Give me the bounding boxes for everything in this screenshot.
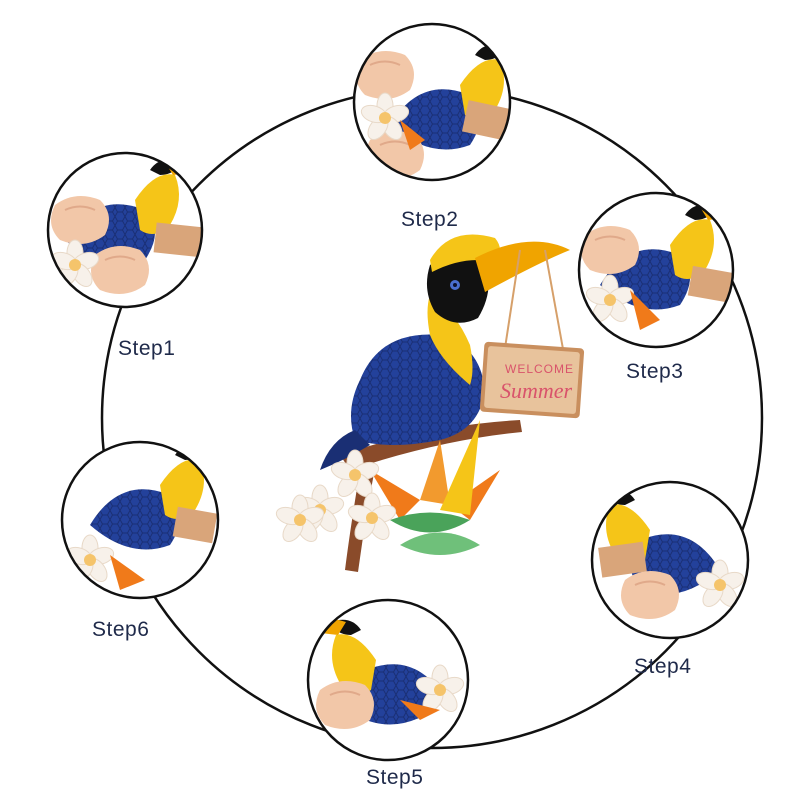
central-hornbill-decoration xyxy=(273,234,585,572)
welcome-summer-sign xyxy=(479,341,585,419)
step5-photo xyxy=(308,600,468,760)
step2-label: Step2 xyxy=(401,208,459,231)
step6-photo xyxy=(62,442,218,598)
step3-photo xyxy=(579,193,733,347)
sign-welcome-text: WELCOME xyxy=(505,362,575,376)
step3-label: Step3 xyxy=(626,360,684,383)
step4-label: Step4 xyxy=(634,655,692,678)
step4-photo xyxy=(592,482,748,638)
step1-photo xyxy=(48,153,202,307)
step1-label: Step1 xyxy=(118,337,176,360)
step5-label: Step5 xyxy=(366,766,424,789)
step6-label: Step6 xyxy=(92,618,150,641)
sign-summer-text: Summer xyxy=(500,378,573,403)
step2-photo xyxy=(354,24,510,180)
